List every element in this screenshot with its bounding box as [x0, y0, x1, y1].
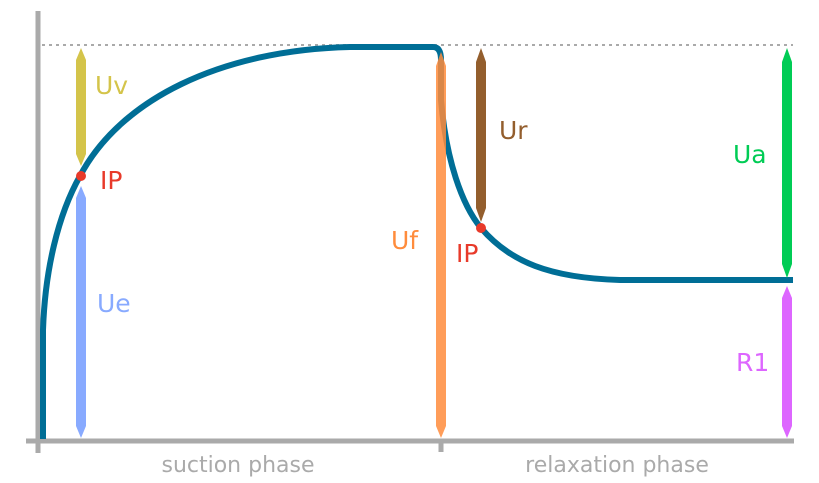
uv-label: Uv [95, 71, 128, 100]
r1-label: R1 [736, 348, 769, 377]
ip-point-relaxation [476, 223, 486, 233]
ue-label: Ue [97, 289, 131, 318]
ip-point-suction [76, 171, 86, 181]
relaxation-phase-label: relaxation phase [525, 453, 709, 478]
ue-bar [76, 186, 86, 438]
ua-label: Ua [733, 140, 767, 169]
ur-label: Ur [499, 116, 528, 145]
ip-label-relaxation: IP [456, 239, 478, 268]
uv-bar [76, 48, 86, 166]
ua-bar [782, 48, 792, 278]
uf-label: Uf [391, 226, 419, 255]
ur-bar [476, 48, 486, 222]
displacement-curve [40, 44, 793, 439]
suction-phase-label: suction phase [161, 453, 314, 478]
uf-bar [436, 52, 446, 438]
ip-label-suction: IP [100, 166, 122, 195]
r1-bar [782, 286, 792, 438]
